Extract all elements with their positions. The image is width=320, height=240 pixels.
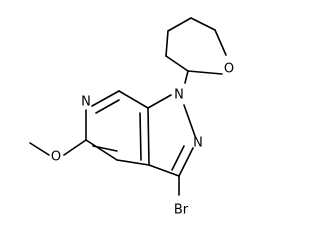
bond-c5-o	[63, 139, 87, 156]
nitrogen-atom-label-pyridine: N	[81, 95, 91, 110]
chemical-structure-diagram: O N N N O Br	[29, 17, 234, 218]
bond-thp-c6-o	[214, 29, 227, 56]
nitrogen-atom-label-n2: N	[193, 136, 203, 151]
bond-n1-n2	[183, 104, 196, 137]
oxygen-atom-label-ring: O	[224, 62, 234, 77]
bond-c5-c4-inner	[92, 145, 118, 152]
bond-thp-c4-c5	[167, 17, 192, 32]
bond-c3a-c7a-inner	[139, 112, 142, 161]
bonds	[29, 17, 227, 196]
bond-c7-n6-inner	[95, 99, 120, 114]
bond-thp-c5-c6	[190, 17, 216, 31]
bond-thp-c3-c4	[165, 30, 169, 57]
atom-labels: O N N N O Br	[51, 62, 234, 218]
bond-n2-c3-inner	[171, 145, 185, 171]
bond-c4-c3a	[116, 159, 150, 166]
oxygen-atom-label-methoxy: O	[51, 150, 61, 165]
nitrogen-atom-label-n1: N	[174, 88, 184, 103]
bond-c5-c4	[85, 139, 118, 161]
bond-o-ch3	[29, 142, 50, 156]
bond-thp-c2-c3	[165, 55, 189, 72]
bond-thp-o-c2	[187, 70, 223, 75]
bond-c3-c3a	[148, 164, 180, 177]
bromine-atom-label: Br	[174, 203, 189, 218]
bond-n1-thp	[184, 70, 189, 84]
bond-c3a-c7a	[147, 107, 150, 166]
bond-n1-c7a	[147, 94, 172, 109]
bond-c7-n6	[91, 90, 120, 107]
bond-n2-c3	[178, 147, 194, 177]
bond-c7a-c7	[118, 90, 149, 109]
